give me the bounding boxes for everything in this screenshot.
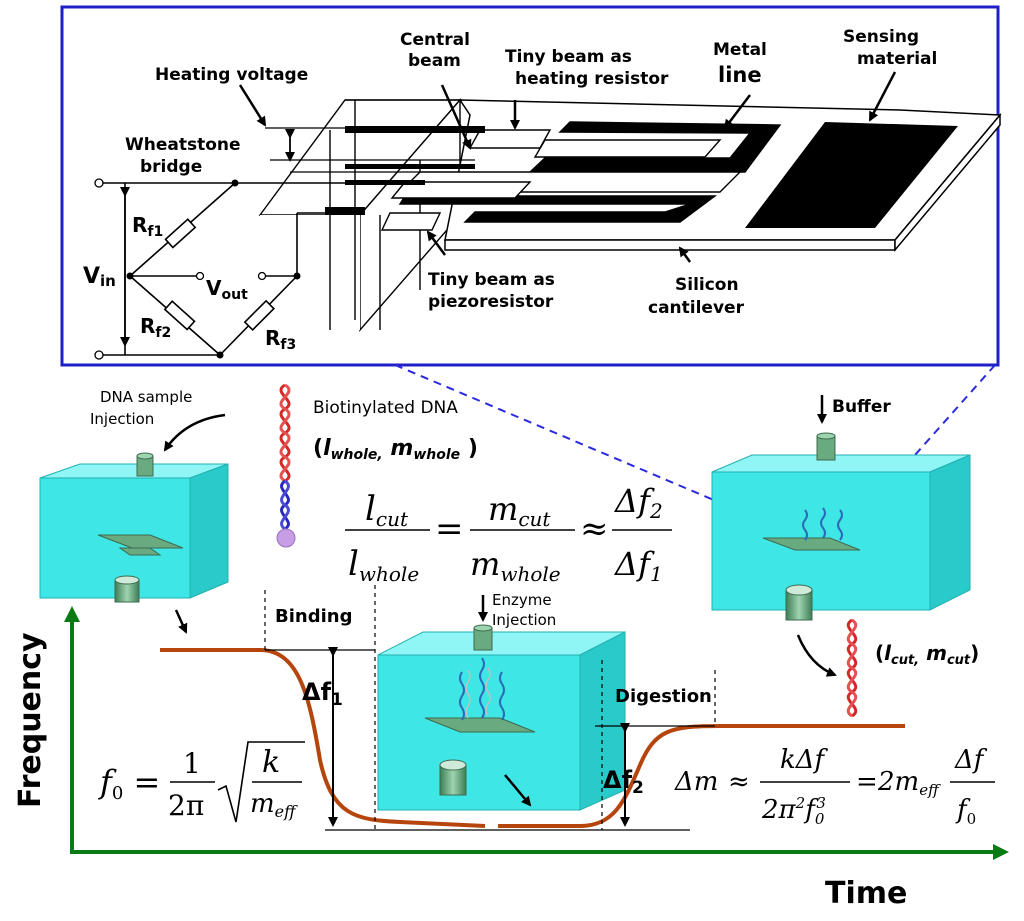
cantilever-panel: Heating voltage Wheatstone bridge Centra… — [60, 5, 1002, 367]
lead-wires — [235, 99, 485, 215]
label-beam: beam — [408, 51, 461, 71]
svg-text:k: k — [262, 745, 280, 780]
label-material: material — [857, 49, 937, 69]
label-biotinylated: Biotinylated DNA — [313, 398, 458, 418]
equation-delta-m: Δm ≈ kΔf 2π2f03 = 2meff Δf f0 — [674, 745, 995, 828]
label-cantilever: cantilever — [648, 298, 745, 318]
svg-text:lwhole: lwhole — [348, 544, 419, 586]
svg-text:mwhole: mwhole — [470, 545, 561, 586]
svg-text:=: = — [856, 767, 878, 797]
cube-sample — [39, 452, 229, 603]
svg-text:f0: f0 — [955, 795, 976, 828]
cantilever-sample — [97, 534, 184, 549]
guide-lines — [265, 649, 715, 831]
frequency-curve — [160, 648, 905, 828]
cube-enzyme — [377, 624, 626, 811]
svg-text:2meff: 2meff — [877, 767, 941, 799]
label-sensing: Sensing — [843, 27, 919, 47]
label-silicon: Silicon — [675, 275, 739, 295]
label-metal: Metal — [713, 40, 767, 60]
label-binding: Binding — [275, 606, 352, 627]
svg-text:meff: meff — [250, 789, 298, 821]
svg-text:Δf2: Δf2 — [613, 482, 663, 523]
svg-text:lcut: lcut — [365, 489, 409, 531]
x-axis-label: Time — [825, 876, 907, 911]
label-dna-injection: Injection — [90, 410, 154, 428]
svg-text:f0 =: f0 = — [98, 763, 160, 804]
label-vin: Vin — [83, 264, 116, 290]
svg-text:2π2f03: 2π2f03 — [761, 794, 826, 828]
axes: Frequency Time — [13, 606, 1009, 911]
metal-lines — [380, 121, 782, 231]
label-delta-f1: Δf1 — [302, 678, 343, 710]
biotin-bead — [276, 528, 296, 548]
svg-text:Δf1: Δf1 — [613, 545, 663, 586]
svg-text:Δm: Δm — [674, 767, 718, 797]
svg-text:=: = — [435, 509, 464, 549]
label-whole-pair: (lwhole, mwhole ) — [313, 436, 478, 463]
label-tiny-heating-2: heating resistor — [515, 69, 669, 89]
label-buffer: Buffer — [832, 397, 891, 417]
svg-text:≈: ≈ — [580, 509, 609, 549]
phase-dashed-lines — [264, 585, 716, 830]
label-rf1: Rf1 — [132, 213, 163, 240]
label-tiny-heating-1: Tiny beam as — [505, 47, 632, 67]
label-rf2: Rf2 — [140, 314, 171, 341]
circuit-nodes — [126, 179, 301, 359]
svg-text:1: 1 — [183, 747, 201, 780]
label-digestion: Digestion — [615, 686, 712, 707]
label-tiny-piezo-1: Tiny beam as — [428, 270, 555, 290]
equation-ratio: lcut lwhole = mcut mwhole ≈ Δf2 Δf1 — [345, 482, 672, 586]
label-enzyme: Enzyme — [492, 591, 552, 609]
dna-helix-biotinylated — [279, 383, 291, 531]
label-vout: Vout — [206, 276, 248, 303]
circuit-terminals — [94, 178, 267, 360]
label-dna-sample: DNA sample — [100, 388, 192, 406]
label-wheatstone: Wheatstone — [125, 135, 241, 155]
cantilever-buffer — [762, 537, 861, 551]
label-cut-pair: (lcut, mcut) — [875, 641, 979, 668]
label-bridge: bridge — [140, 157, 202, 177]
cantilever-enzyme — [424, 717, 536, 733]
cube-buffer — [711, 432, 971, 621]
svg-text:2π: 2π — [168, 789, 204, 822]
svg-text:mcut: mcut — [488, 490, 551, 531]
svg-text:≈: ≈ — [728, 767, 750, 797]
label-tiny-piezo-2: piezoresistor — [428, 292, 554, 312]
equation-f0: f0 = 1 2π k meff — [98, 741, 305, 823]
y-axis-label: Frequency — [13, 632, 48, 808]
sensing-material — [745, 122, 958, 228]
label-rf3: Rf3 — [265, 326, 296, 353]
label-line: line — [718, 63, 762, 87]
svg-text:kΔf: kΔf — [780, 745, 829, 775]
dna-helix-cut — [846, 618, 858, 718]
label-central: Central — [400, 30, 470, 50]
label-enzyme-injection: Injection — [492, 611, 556, 629]
label-delta-f2: Δf2 — [603, 766, 644, 798]
svg-text:Δf: Δf — [954, 745, 988, 775]
pointer-lines — [238, 71, 897, 263]
label-heating-voltage: Heating voltage — [155, 65, 308, 85]
process-arrows — [163, 395, 837, 807]
